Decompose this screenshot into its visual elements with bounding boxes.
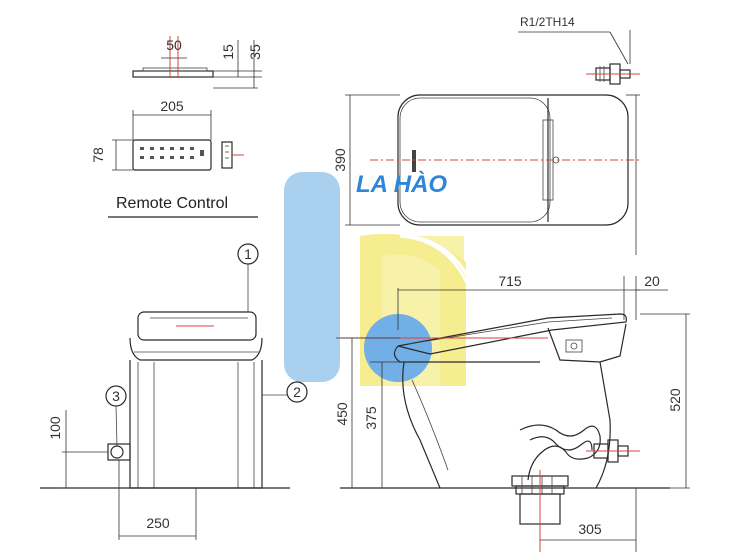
dim-remote-length: 205 (160, 98, 184, 114)
dim-drain-offset: 305 (578, 521, 602, 537)
remote-control-caption: Remote Control (116, 195, 228, 212)
dim-remote-width-top: 50 (166, 37, 182, 53)
watermark-text: LA HÀO (356, 170, 447, 198)
remote-front-view (112, 110, 244, 171)
dim-seat-height: 450 (334, 402, 350, 426)
dim-total-length: 715 (498, 273, 522, 289)
dim-inner-height: 375 (363, 406, 379, 430)
dim-remote-thickness-1: 15 (220, 44, 236, 60)
front-view (40, 243, 308, 540)
callout-3: 3 (112, 388, 120, 404)
dim-inlet-height: 100 (47, 416, 63, 440)
top-view (345, 94, 640, 255)
callout-2: 2 (293, 384, 301, 400)
watermark-logo (284, 172, 480, 386)
dim-remote-thickness-2: 35 (247, 44, 263, 60)
callout-1: 1 (244, 246, 252, 262)
dim-remote-height: 78 (90, 147, 106, 163)
side-view (336, 276, 690, 552)
dim-total-height: 520 (667, 388, 683, 412)
inlet-fitting-top (518, 30, 640, 85)
dim-inlet-offset: 250 (146, 515, 170, 531)
remote-side-view (132, 36, 262, 89)
pipe-thread-label: R1/2TH14 (520, 15, 575, 29)
dim-back-offset: 20 (644, 273, 660, 289)
dim-seat-depth: 390 (332, 148, 348, 172)
